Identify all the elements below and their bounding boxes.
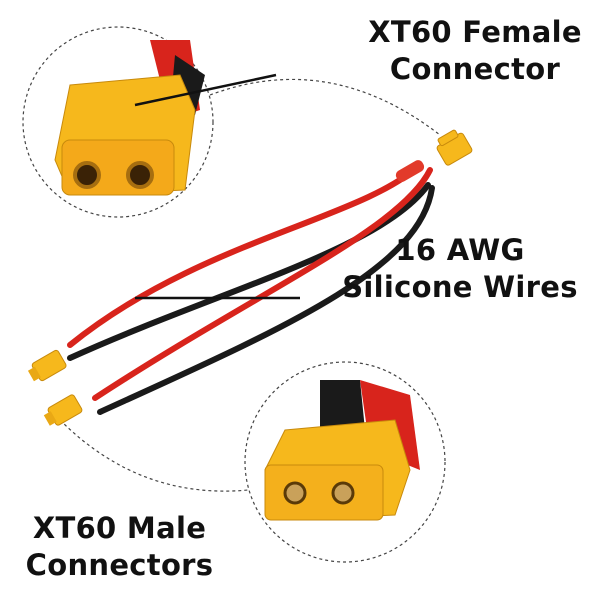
male-label-line1: XT60 Male — [32, 511, 207, 545]
xt60-male-small-connector-2 — [43, 394, 83, 426]
wires — [67, 162, 435, 415]
wires-label: 16 AWG Silicone Wires — [325, 232, 595, 306]
wires-label-line1: 16 AWG — [395, 233, 525, 267]
xt60-female-small-connector — [436, 129, 473, 166]
female-label-line2: Connector — [389, 52, 561, 86]
female-pointer-line — [134, 73, 277, 107]
xt60-female-closeup — [54, 40, 205, 196]
wires-label-line2: Silicone Wires — [342, 270, 578, 304]
male-callout-dashed-line — [59, 419, 249, 492]
male-label-line2: Connectors — [25, 548, 214, 582]
female-label-line1: XT60 Female — [368, 15, 582, 49]
female-connector-label: XT60 Female Connector — [355, 14, 595, 88]
female-zoom-circle — [22, 26, 214, 218]
xt60-male-small-connector-1 — [27, 349, 67, 382]
female-callout-dashed-line — [209, 78, 441, 136]
xt60-male-closeup — [264, 380, 420, 521]
male-connectors-label: XT60 Male Connectors — [12, 510, 227, 584]
male-zoom-circle — [244, 361, 446, 563]
